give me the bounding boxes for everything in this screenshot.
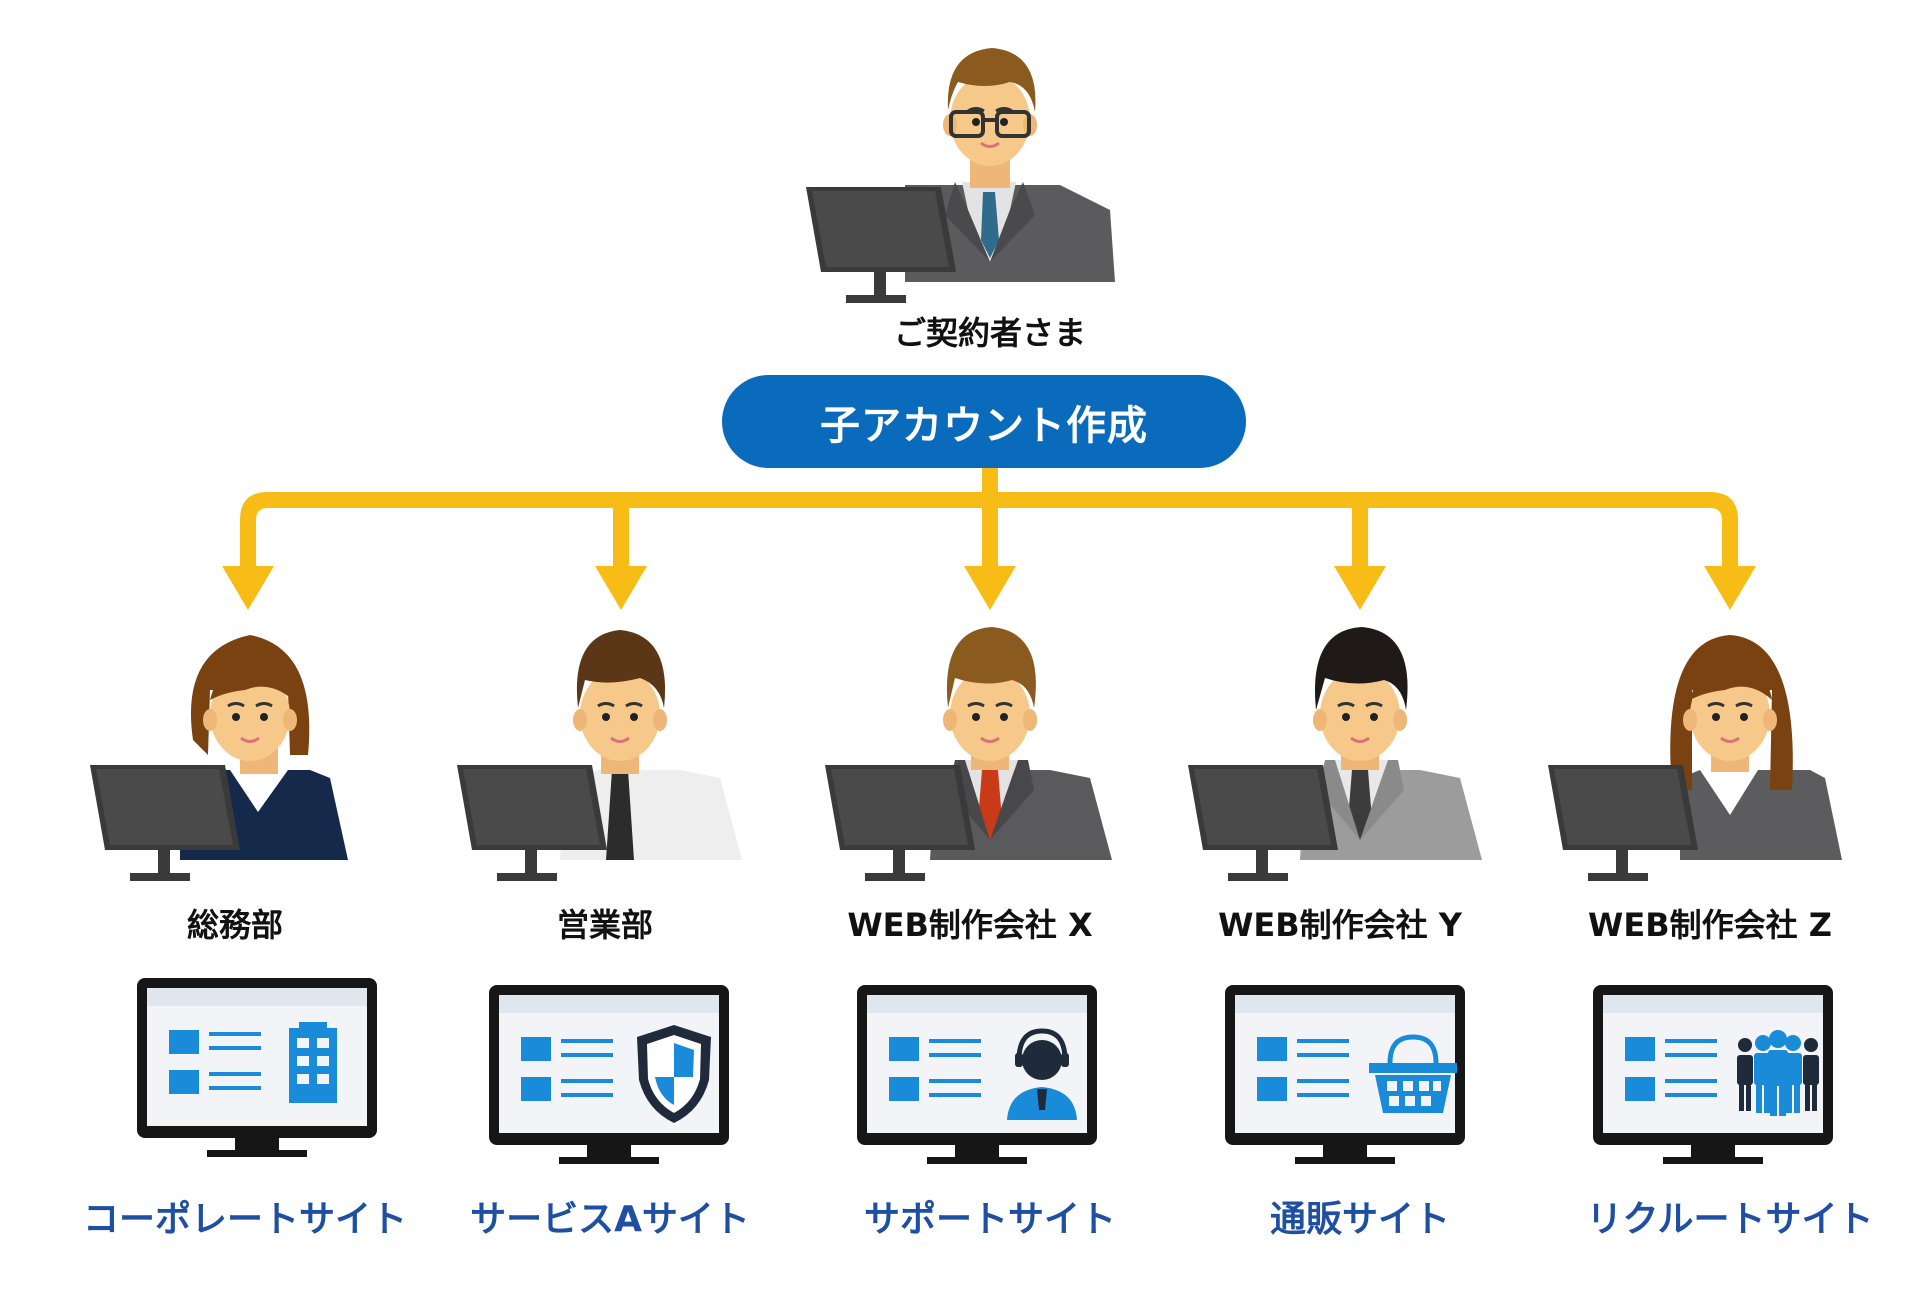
person-web-y: [1188, 627, 1482, 881]
site-monitor-recruit: [1593, 985, 1833, 1164]
site-monitor-shop: [1225, 985, 1465, 1164]
person-web-z: [1548, 635, 1842, 881]
site-label-service-a: サービスAサイト: [470, 1199, 750, 1240]
shopping-basket-icon: [1369, 1034, 1457, 1113]
account-name-somu: 総務部: [186, 906, 283, 944]
person-eigyo: [457, 630, 742, 881]
person-web-x: [825, 627, 1112, 881]
site-monitor-service-a: [489, 985, 729, 1164]
account-name-eigyo: 営業部: [556, 906, 653, 944]
account-name-web-x: WEB制作会社 X: [847, 906, 1093, 944]
support-agent-icon: [1007, 1028, 1077, 1120]
site-label-recruit: リクルートサイト: [1586, 1199, 1874, 1240]
account-name-web-y: WEB制作会社 Y: [1218, 906, 1462, 944]
create-sub-account-badge: 子アカウント作成: [722, 375, 1246, 468]
site-monitor-support: [857, 985, 1097, 1164]
account-name-web-z: WEB制作会社 Z: [1588, 906, 1832, 944]
owner-label: ご契約者さま: [893, 314, 1086, 352]
site-monitor-corporate: [137, 978, 377, 1157]
owner-figure: [806, 48, 1115, 303]
site-label-shop: 通販サイト: [1269, 1199, 1450, 1240]
shield-icon: [637, 1025, 711, 1123]
people-group-icon: [1737, 1030, 1819, 1116]
person-somu: [90, 635, 348, 881]
building-icon: [289, 1022, 337, 1103]
site-label-corporate: コーポレートサイト: [82, 1199, 407, 1240]
site-label-support: サポートサイト: [863, 1199, 1116, 1240]
distribution-arrows: [222, 468, 1756, 610]
